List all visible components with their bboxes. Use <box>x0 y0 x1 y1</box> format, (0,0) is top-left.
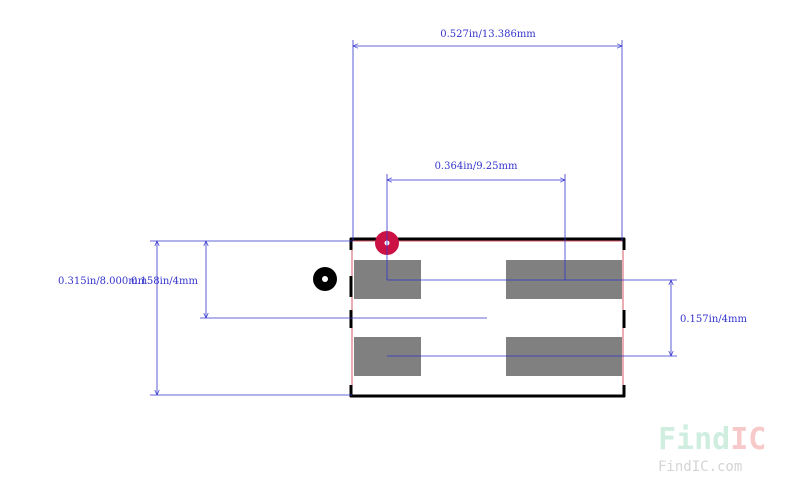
pad-bottom-left <box>354 337 421 376</box>
pads <box>354 260 622 376</box>
overall-width-label: 0.527in/13.386mm <box>440 29 536 40</box>
overall-height-label: 0.315in/8.000mm <box>58 276 148 287</box>
watermark-logo-prefix: Find <box>658 422 730 457</box>
polarity-dot-icon <box>313 267 337 291</box>
watermark-url: FindIC.com <box>658 459 742 475</box>
svg-text:FindIC: FindIC <box>658 422 766 457</box>
findic-watermark: FindIC FindIC.com <box>658 422 766 475</box>
dimension-lines <box>150 40 677 395</box>
watermark-logo-suffix: IC <box>730 422 766 457</box>
pad-bottom-right <box>506 337 622 376</box>
pad-top-right <box>506 260 622 299</box>
pad-top-left <box>354 260 421 299</box>
right-pitch-label: 0.157in/4mm <box>680 314 747 325</box>
left-pitch-label: 0.158in/4mm <box>131 276 198 287</box>
pad-span-label: 0.364in/9.25mm <box>435 161 518 172</box>
